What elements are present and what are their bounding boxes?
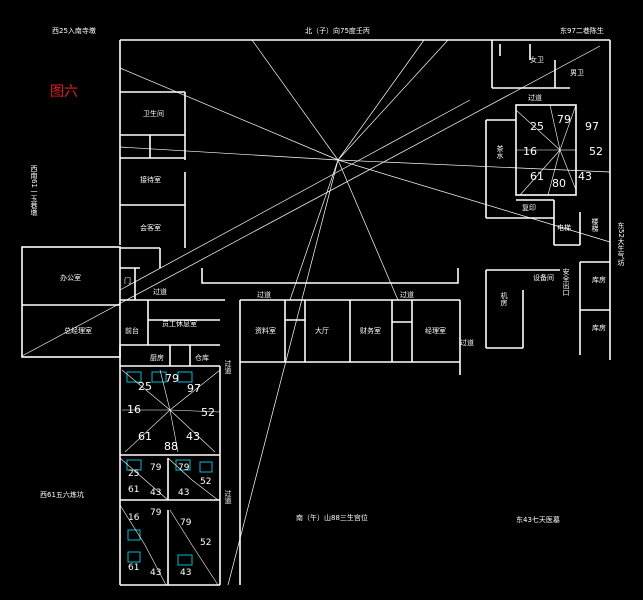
label-bottom-left: 西61五六炼坑 (40, 490, 84, 499)
room-reception: 接待室 (140, 175, 161, 184)
room-general-office: 总经理室 (64, 326, 92, 335)
num-25-a: 25 (128, 469, 139, 479)
room-front: 前台 (125, 326, 139, 335)
num-25-right: 25 (530, 120, 544, 133)
num-79-a: 79 (150, 463, 162, 473)
room-stair: 楼梯 (591, 217, 599, 233)
num-80-right: 80 (552, 177, 566, 190)
num-79-right: 79 (557, 113, 571, 126)
compass-rays-left (119, 369, 221, 586)
label-bottom-right: 东43七天医墓 (516, 515, 560, 524)
num-79-left: 79 (165, 372, 179, 385)
label-aisle-6: 过道 (224, 489, 232, 505)
room-lobby: 大厅 (315, 326, 329, 335)
room-duty: 过道 (224, 359, 232, 375)
num-52-d: 52 (200, 538, 211, 548)
room-safe-exit: 安全出口 (562, 267, 570, 296)
label-aisle-4: 过道 (460, 338, 474, 347)
num-52-left: 52 (201, 406, 215, 419)
num-79-b: 79 (178, 463, 190, 473)
num-43-c: 43 (150, 568, 161, 578)
num-61-left: 61 (138, 430, 152, 443)
num-88-left: 88 (164, 440, 178, 453)
num-97-right: 97 (585, 120, 599, 133)
room-store-2: 库房 (592, 323, 606, 332)
num-43-b: 43 (178, 488, 189, 498)
num-25-left: 25 (138, 380, 152, 393)
label-right-vertical: 东52大生气坊 (617, 221, 625, 267)
num-16-right: 16 (523, 145, 537, 158)
num-16-left: 16 (127, 403, 141, 416)
room-archive: 资料室 (255, 326, 276, 335)
room-server: 机房 (500, 291, 508, 307)
label-bottom-center: 南（午）山88三生宫位 (296, 513, 368, 522)
label-top-left: 西25入南寺墩 (52, 26, 96, 35)
num-43-left: 43 (186, 430, 200, 443)
num-43-right: 43 (578, 170, 592, 183)
room-door: 门 (124, 276, 131, 285)
num-79-d: 79 (180, 518, 192, 528)
room-manager: 经理室 (425, 326, 446, 335)
room-meeting: 会客室 (140, 223, 161, 232)
num-61-c: 61 (128, 563, 139, 573)
label-left-vertical: 西南61一玉巷墩 (30, 165, 38, 217)
label-aisle-3: 过道 (400, 290, 414, 299)
num-52-b: 52 (200, 477, 211, 487)
room-elevator: 电梯 (557, 223, 571, 232)
walls (21, 39, 611, 586)
label-top-right: 东97二巷陈生 (560, 26, 604, 35)
label-aisle-5: 过道 (528, 93, 542, 102)
room-toilet-w: 女卫 (530, 55, 544, 64)
num-61-right: 61 (530, 170, 544, 183)
num-43-d: 43 (180, 568, 191, 578)
num-43-a: 43 (150, 488, 161, 498)
num-16-c: 16 (128, 513, 140, 523)
room-finance: 财务室 (360, 326, 381, 335)
num-97-left: 97 (187, 382, 201, 395)
compass-rays-main (21, 39, 611, 586)
num-79-c: 79 (150, 508, 162, 518)
room-staff: 员工休息室 (162, 319, 197, 328)
room-equipment: 设备间 (533, 273, 554, 282)
room-office: 办公室 (60, 273, 81, 282)
room-store-1: 库房 (592, 275, 606, 284)
room-copy: 复印 (522, 203, 536, 212)
room-pantry: 茶水 (496, 144, 504, 159)
room-toilet-m: 男卫 (570, 69, 584, 77)
room-kitchen: 厨房 (150, 353, 164, 362)
room-warehouse: 仓库 (195, 353, 209, 362)
num-52-right: 52 (589, 145, 603, 158)
room-restroom: 卫生间 (143, 109, 164, 118)
label-top-center: 北（子）向75度壬丙 (305, 26, 370, 35)
num-61-a: 61 (128, 485, 139, 495)
compass-rays-right (515, 104, 577, 196)
label-aisle-1: 过道 (153, 287, 167, 296)
label-aisle-2: 过道 (257, 290, 271, 299)
figure-label: 图六 (50, 84, 78, 100)
